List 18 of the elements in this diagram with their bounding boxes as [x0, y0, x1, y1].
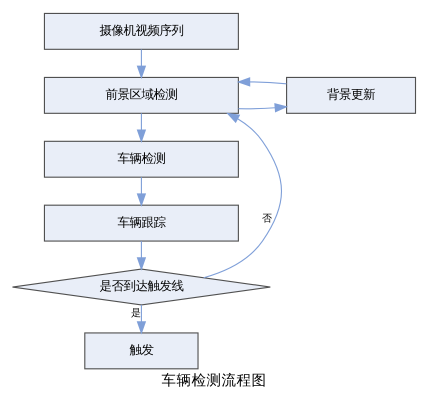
- node-box: 车辆跟踪: [44, 204, 239, 242]
- node-box: 摄像机视频序列: [44, 12, 239, 50]
- node-box: 前景区域检测: [44, 76, 239, 114]
- arrow: [238, 103, 288, 112]
- arrow: [136, 113, 146, 143]
- node-box: 车辆检测: [44, 140, 239, 178]
- arrow: [236, 77, 286, 87]
- caption: 车辆检测流程图: [162, 372, 266, 389]
- arrow: [136, 305, 146, 335]
- edge-label: 是: [130, 308, 141, 319]
- node-box: 触发: [84, 332, 199, 370]
- node-box: 背景更新: [286, 76, 416, 114]
- edge-label: 否: [262, 213, 272, 224]
- arrow: [136, 177, 146, 207]
- arrow: [136, 49, 146, 80]
- arrow: [136, 241, 146, 271]
- arrow: [204, 112, 282, 278]
- node-diamond: 是否到达触发线: [12, 268, 271, 306]
